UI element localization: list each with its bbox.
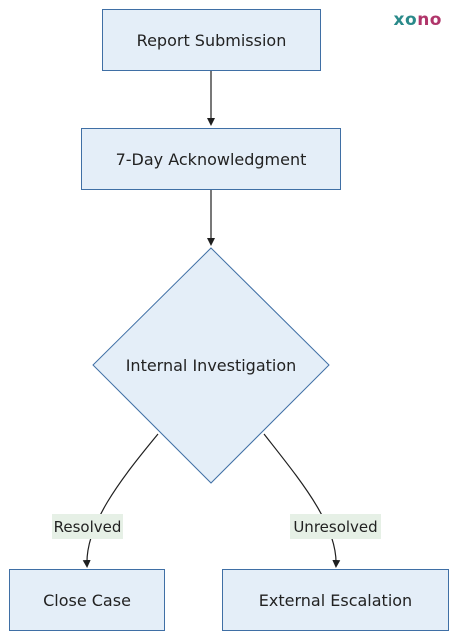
node-investigation-label: Internal Investigation: [125, 355, 297, 375]
brand-logo: xono: [394, 10, 442, 30]
edge-investigation-to-close-case: [82, 433, 159, 568]
node-report-submission[interactable]: Report Submission: [102, 9, 321, 71]
investigation-diamond-shape: [92, 247, 330, 484]
node-report-submission-label: Report Submission: [136, 30, 287, 50]
node-close-case[interactable]: Close Case: [9, 569, 165, 631]
edge-investigation-to-external-escalation: [263, 433, 341, 568]
node-acknowledgment-label: 7-Day Acknowledgment: [115, 149, 307, 169]
edge-label-resolved: Resolved: [52, 514, 123, 539]
edge-label-resolved-text: Resolved: [53, 517, 122, 536]
brand-logo-part1: xo: [393, 10, 418, 30]
brand-logo-part2: no: [417, 10, 442, 30]
node-external-escalation-label: External Escalation: [258, 590, 413, 610]
edge-label-unresolved: Unresolved: [290, 514, 381, 539]
node-7-day-acknowledgment[interactable]: 7-Day Acknowledgment: [81, 128, 341, 190]
node-internal-investigation[interactable]: Internal Investigation: [93, 345, 329, 385]
edge-label-unresolved-text: Unresolved: [293, 517, 378, 536]
node-close-case-label: Close Case: [43, 590, 131, 610]
node-external-escalation[interactable]: External Escalation: [222, 569, 449, 631]
